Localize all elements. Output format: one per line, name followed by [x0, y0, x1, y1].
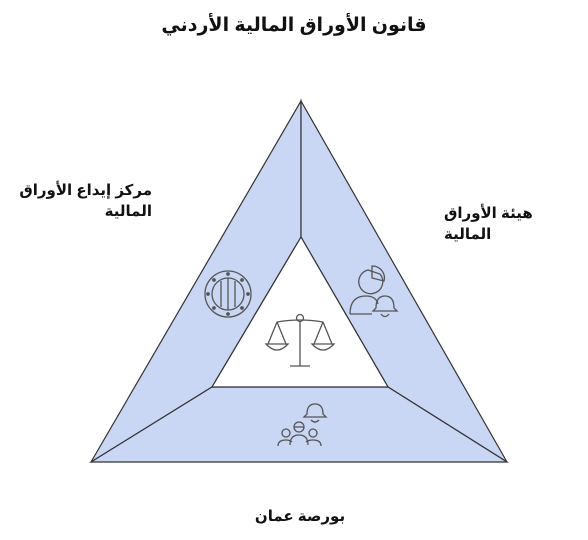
- label-securities-depository-center: مركز إيداع الأوراق المالية: [19, 182, 152, 220]
- label-amman-stock-exchange: بورصة عمان: [254, 508, 346, 525]
- diagram-title: قانون الأوراق المالية الأردني: [161, 15, 427, 36]
- chart-bell-icon: [349, 265, 399, 318]
- vault-icon: [204, 270, 252, 318]
- label-securities-commission: هيئة الأوراق المالية: [444, 205, 533, 243]
- center-triangle: [210, 235, 390, 388]
- balance-scale-icon: [264, 313, 336, 367]
- people-bell-icon: [277, 403, 328, 447]
